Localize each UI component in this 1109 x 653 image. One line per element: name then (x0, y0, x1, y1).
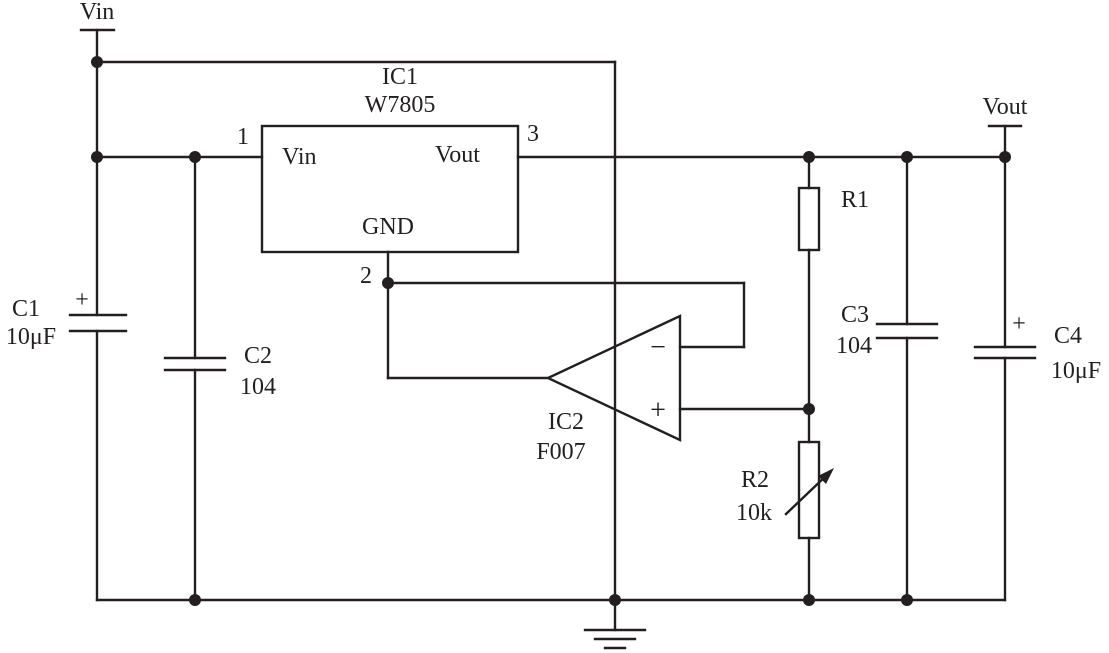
junction-dot (803, 403, 815, 415)
c2-name-label: C2 (244, 343, 272, 369)
labels: Vin Vout IC1 W7805 1 3 2 Vin Vout GND + … (6, 0, 1101, 526)
junction-dot (803, 594, 815, 606)
ic2-name-label: IC2 (548, 409, 584, 435)
junction-dot (999, 151, 1011, 163)
junction-dot (91, 56, 103, 68)
c3-value-label: 104 (836, 333, 872, 359)
c4-name-label: C4 (1054, 323, 1082, 349)
c4-value-label: 10μF (1051, 358, 1101, 384)
junction-dot (382, 277, 394, 289)
opamp-minus-label: − (650, 332, 666, 363)
r1-name-label: R1 (841, 187, 869, 213)
junction-dot (189, 151, 201, 163)
capacitor-c4 (973, 345, 1037, 360)
vin-terminal-label: Vin (80, 0, 115, 25)
junction-dot (803, 151, 815, 163)
c4-polarity-label: + (1012, 311, 1026, 337)
capacitor-c3 (875, 322, 939, 340)
junction-dot (901, 151, 913, 163)
ic1-pin2-label: 2 (360, 263, 372, 289)
c3-name-label: C3 (841, 302, 869, 328)
wires (79, 28, 1023, 632)
c1-polarity-label: + (75, 287, 89, 313)
opamp-plus-label: + (650, 395, 666, 426)
ic1-gnd-pin-label: GND (362, 214, 414, 240)
capacitor-c1 (68, 313, 128, 333)
c2-value-label: 104 (240, 374, 276, 400)
capacitor-c2 (163, 356, 227, 372)
ic1-pin1-label: 1 (237, 124, 249, 150)
ic1-regulator-box (260, 124, 520, 254)
r2-value-label: 10k (736, 500, 772, 526)
r2-adjust-arrow-icon (784, 468, 834, 516)
c1-name-label: C1 (12, 296, 40, 322)
junction-dot (901, 594, 913, 606)
junction-dot (91, 151, 103, 163)
ic1-part-label: W7805 (365, 92, 436, 118)
ic1-vout-pin-label: Vout (435, 142, 480, 168)
junctions (91, 56, 1011, 606)
ic1-pin3-label: 3 (527, 121, 539, 147)
vout-terminal-label: Vout (983, 94, 1028, 120)
r2-name-label: R2 (741, 467, 769, 493)
ic1-vin-pin-label: Vin (282, 144, 317, 170)
junction-dot (609, 594, 621, 606)
ground-symbol-icon (583, 628, 647, 650)
opamp-ic2 (545, 314, 682, 442)
ic1-name-label: IC1 (382, 64, 418, 90)
resistor-r1 (797, 186, 821, 252)
ic2-part-label: F007 (536, 439, 585, 465)
junction-dot (189, 594, 201, 606)
c1-value-label: 10μF (6, 324, 56, 350)
resistor-r2 (797, 440, 821, 540)
